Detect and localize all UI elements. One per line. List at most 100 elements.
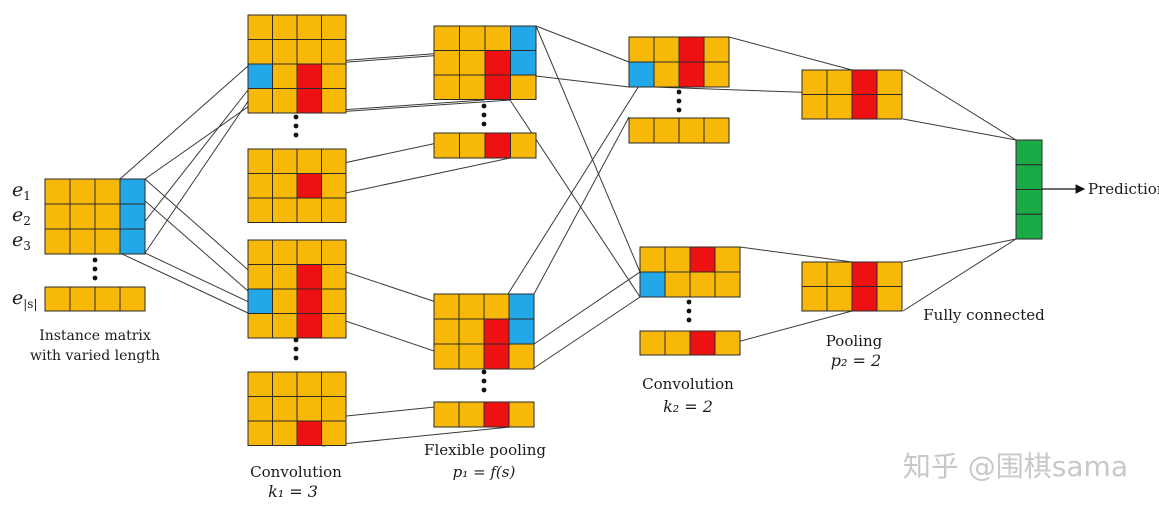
orange-cell bbox=[296, 396, 322, 422]
ellipsis-dot bbox=[676, 89, 682, 95]
matrix-grids bbox=[44, 14, 1043, 446]
orange-cell bbox=[628, 117, 655, 144]
blue-cell bbox=[508, 293, 535, 320]
ellipsis-dot bbox=[676, 98, 682, 104]
ellipsis-dot bbox=[293, 337, 299, 343]
instance-matrix-last-row bbox=[44, 286, 146, 312]
orange-cell bbox=[826, 94, 853, 120]
green-cell bbox=[1015, 139, 1043, 166]
connection-line bbox=[533, 271, 641, 345]
orange-cell bbox=[801, 94, 828, 120]
orange-cell bbox=[459, 25, 486, 51]
orange-cell bbox=[876, 286, 903, 312]
flex-pool-small-2 bbox=[433, 401, 535, 428]
red-cell bbox=[296, 288, 322, 314]
orange-cell bbox=[321, 264, 347, 290]
orange-cell bbox=[296, 197, 322, 223]
orange-cell bbox=[247, 197, 273, 223]
row-label-es: e|s| bbox=[12, 287, 38, 311]
red-cell bbox=[484, 132, 511, 159]
conv1-map-2 bbox=[247, 148, 347, 223]
orange-cell bbox=[296, 239, 322, 265]
orange-cell bbox=[321, 239, 347, 265]
ellipsis-dot bbox=[686, 317, 692, 323]
ellipsis-dot bbox=[686, 308, 692, 314]
connection-line bbox=[535, 25, 641, 273]
ellipsis-dot bbox=[293, 123, 299, 129]
orange-cell bbox=[272, 371, 298, 397]
orange-cell bbox=[247, 239, 273, 265]
red-cell bbox=[678, 61, 705, 88]
orange-cell bbox=[272, 239, 298, 265]
orange-cell bbox=[459, 132, 486, 159]
orange-cell bbox=[247, 371, 273, 397]
orange-cell bbox=[247, 39, 273, 65]
orange-cell bbox=[508, 401, 535, 428]
orange-cell bbox=[44, 203, 71, 230]
watermark: 知乎 @围棋sama bbox=[903, 450, 1128, 483]
connection-line bbox=[533, 116, 630, 295]
orange-cell bbox=[826, 286, 853, 312]
orange-cell bbox=[508, 343, 535, 370]
orange-cell bbox=[433, 401, 460, 428]
orange-cell bbox=[639, 246, 666, 273]
connection-lines bbox=[119, 25, 1017, 447]
orange-cell bbox=[433, 293, 460, 320]
flexible-pooling-param: p₁ = f(s) bbox=[453, 463, 516, 481]
orange-cell bbox=[714, 330, 741, 356]
flex-pool-small-1 bbox=[433, 132, 537, 159]
orange-cell bbox=[321, 420, 347, 446]
red-cell bbox=[296, 313, 322, 339]
orange-cell bbox=[247, 396, 273, 422]
orange-cell bbox=[703, 61, 730, 88]
ellipsis-dot bbox=[481, 369, 487, 375]
orange-cell bbox=[639, 330, 666, 356]
orange-cell bbox=[94, 228, 121, 255]
orange-cell bbox=[247, 148, 273, 174]
orange-cell bbox=[321, 173, 347, 199]
orange-cell bbox=[433, 132, 460, 159]
connection-line bbox=[728, 36, 853, 71]
orange-cell bbox=[247, 88, 273, 114]
ellipsis-dot bbox=[481, 378, 487, 384]
ellipsis-dot bbox=[293, 132, 299, 138]
orange-cell bbox=[69, 228, 96, 255]
orange-cell bbox=[44, 228, 71, 255]
orange-cell bbox=[296, 14, 322, 40]
red-cell bbox=[851, 94, 878, 120]
orange-cell bbox=[44, 178, 71, 205]
red-cell bbox=[296, 173, 322, 199]
red-cell bbox=[296, 63, 322, 89]
blue-cell bbox=[247, 288, 273, 314]
connection-line bbox=[535, 25, 630, 63]
orange-cell bbox=[272, 288, 298, 314]
green-cell bbox=[1015, 213, 1043, 240]
pooling-2-param: p₂ = 2 bbox=[831, 351, 881, 370]
orange-cell bbox=[458, 343, 485, 370]
blue-cell bbox=[628, 61, 655, 88]
orange-cell bbox=[664, 271, 691, 298]
connection-line bbox=[507, 61, 655, 295]
orange-cell bbox=[653, 36, 680, 63]
instance-matrix-grid bbox=[44, 178, 146, 255]
orange-cell bbox=[321, 371, 347, 397]
green-cell bbox=[1015, 189, 1043, 215]
green-cell bbox=[1015, 164, 1043, 190]
blue-cell bbox=[247, 63, 273, 89]
conv2-map-1 bbox=[628, 36, 730, 88]
blue-cell bbox=[508, 318, 535, 345]
orange-cell bbox=[483, 293, 510, 320]
ellipsis-dot bbox=[92, 266, 98, 272]
orange-cell bbox=[44, 286, 71, 312]
orange-cell bbox=[628, 36, 655, 63]
orange-cell bbox=[433, 318, 460, 345]
orange-cell bbox=[296, 39, 322, 65]
orange-cell bbox=[510, 74, 537, 100]
orange-cell bbox=[272, 88, 298, 114]
red-cell bbox=[851, 261, 878, 287]
orange-cell bbox=[826, 69, 853, 95]
orange-cell bbox=[433, 25, 460, 51]
red-cell bbox=[484, 50, 511, 76]
prediction-label: Prediction bbox=[1088, 180, 1159, 198]
orange-cell bbox=[321, 63, 347, 89]
